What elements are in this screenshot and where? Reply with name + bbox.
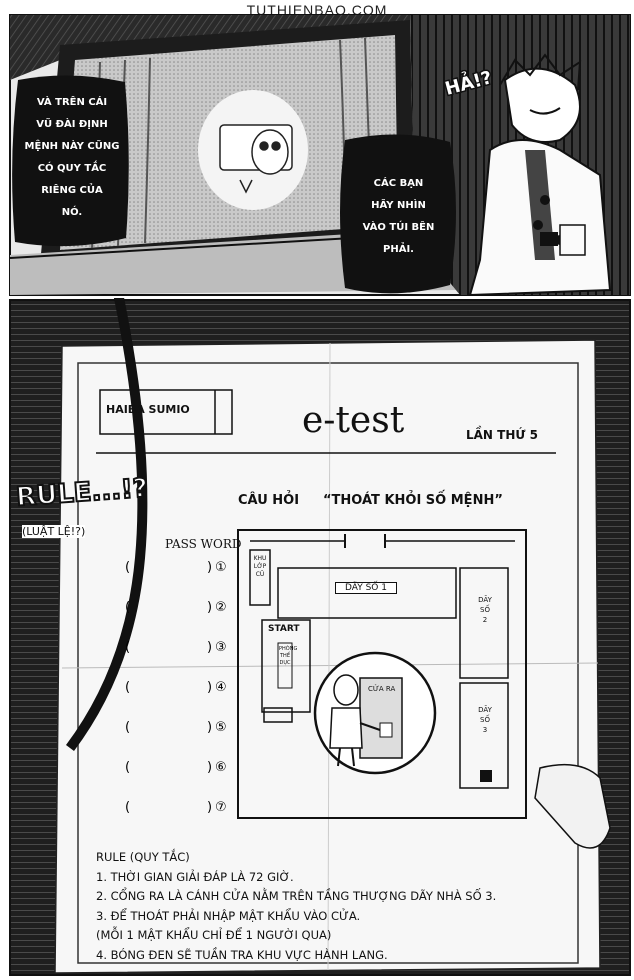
password-slots: ()① ()② ()③ ()④ ()⑤ ()⑥ ()⑦ <box>125 560 235 840</box>
speech-bubble-left <box>12 75 129 247</box>
password-slot: ()⑦ <box>125 800 227 815</box>
rule-line: 2. CỔNG RA LÀ CÁNH CỬA NẰM TRÊN TẦNG THƯ… <box>96 889 497 903</box>
map-label-exit: CỬA RA <box>368 685 396 693</box>
password-label: PASS WORD <box>165 537 242 551</box>
slot-number: ⑤ <box>215 720 227 735</box>
student-figure <box>329 674 381 767</box>
map-label-row1: DÃY SỐ 1 <box>335 582 397 594</box>
bubble-line: NÓ. <box>61 207 83 218</box>
speech-bubble-right <box>340 134 456 294</box>
speech-bubble-left-text: VÀ TRÊN CÁI VŨ ĐÀI ĐỊNH MỆNH NÀY CŨNG CÓ… <box>18 92 126 224</box>
password-slot: ()③ <box>125 640 227 655</box>
password-slot: ()⑤ <box>125 720 227 735</box>
top-panel: HẢ!? <box>9 14 631 297</box>
slot-number: ⑦ <box>215 800 227 815</box>
thumb <box>534 763 611 849</box>
bubble-line: HÃY NHÌN <box>371 200 426 211</box>
skull-icon <box>219 124 293 194</box>
password-slot: ()⑥ <box>125 760 227 775</box>
speech-bubble-right-text: CÁC BẠN HÃY NHÌN VÀO TÚI BÊN PHẢI. <box>347 173 450 261</box>
password-slot: ()① <box>125 560 227 575</box>
rule-line: (MỖI 1 MẬT KHẨU CHỈ ĐỂ 1 NGƯỜI QUA) <box>96 928 332 942</box>
rule-line: 1. THỜI GIAN GIẢI ĐÁP LÀ 72 GIỜ. <box>96 869 294 884</box>
bubble-line: PHẢI. <box>383 244 414 255</box>
map-label-room: PHÒNG THỂ DỤC <box>279 646 298 666</box>
slot-number: ② <box>215 600 227 615</box>
sfx-rule-subtitle: (LUẬT LỆ!?) <box>22 525 86 538</box>
map-label-classroom: KHU LỚP CŨ <box>253 555 267 578</box>
bubble-line: MỆNH NÀY CŨNG <box>24 141 120 152</box>
slot-number: ④ <box>215 680 227 695</box>
attempt-label: LẦN THỨ 5 <box>466 428 538 442</box>
slot-number: ⑥ <box>215 760 227 775</box>
question-prefix: CÂU HỎI <box>238 493 300 508</box>
bottom-panel <box>9 298 631 976</box>
password-slot: ()② <box>125 600 227 615</box>
rules-title: RULE (QUY TẮC) <box>96 850 190 864</box>
rules-block: RULE (QUY TẮC) 1. THỜI GIAN GIẢI ĐÁP LÀ … <box>96 848 496 965</box>
test-title: e-test <box>302 400 405 441</box>
question-text: “THOÁT KHỎI SỐ MỆNH” <box>323 493 503 508</box>
password-slot: ()④ <box>125 680 227 695</box>
rule-line: 4. BÓNG ĐEN SẼ TUẦN TRA KHU VỰC HÀNH LAN… <box>96 947 388 962</box>
map-label-start: START <box>268 624 300 634</box>
name-box-text: HAIBA SUMIO <box>106 403 190 416</box>
slot-number: ③ <box>215 640 227 655</box>
bubble-line: CÁC BẠN <box>373 178 424 189</box>
bubble-line: RIÊNG CỦA <box>41 185 103 196</box>
bubble-line: CÓ QUY TẮC <box>37 163 107 174</box>
map-label-row2: DÃY SỐ 2 <box>478 596 492 624</box>
map-label-row3: DÃY SỐ 3 <box>478 706 492 734</box>
character-figure <box>468 53 612 297</box>
slot-number: ① <box>215 560 227 575</box>
rule-line: 3. ĐỂ THOÁT PHẢI NHẬP MẬT KHẨU VÀO CỬA. <box>96 908 361 923</box>
bubble-line: VÀ TRÊN CÁI <box>36 97 108 108</box>
bubble-line: VÀO TÚI BÊN <box>362 222 435 233</box>
bubble-line: VŨ ĐÀI ĐỊNH <box>36 119 108 130</box>
